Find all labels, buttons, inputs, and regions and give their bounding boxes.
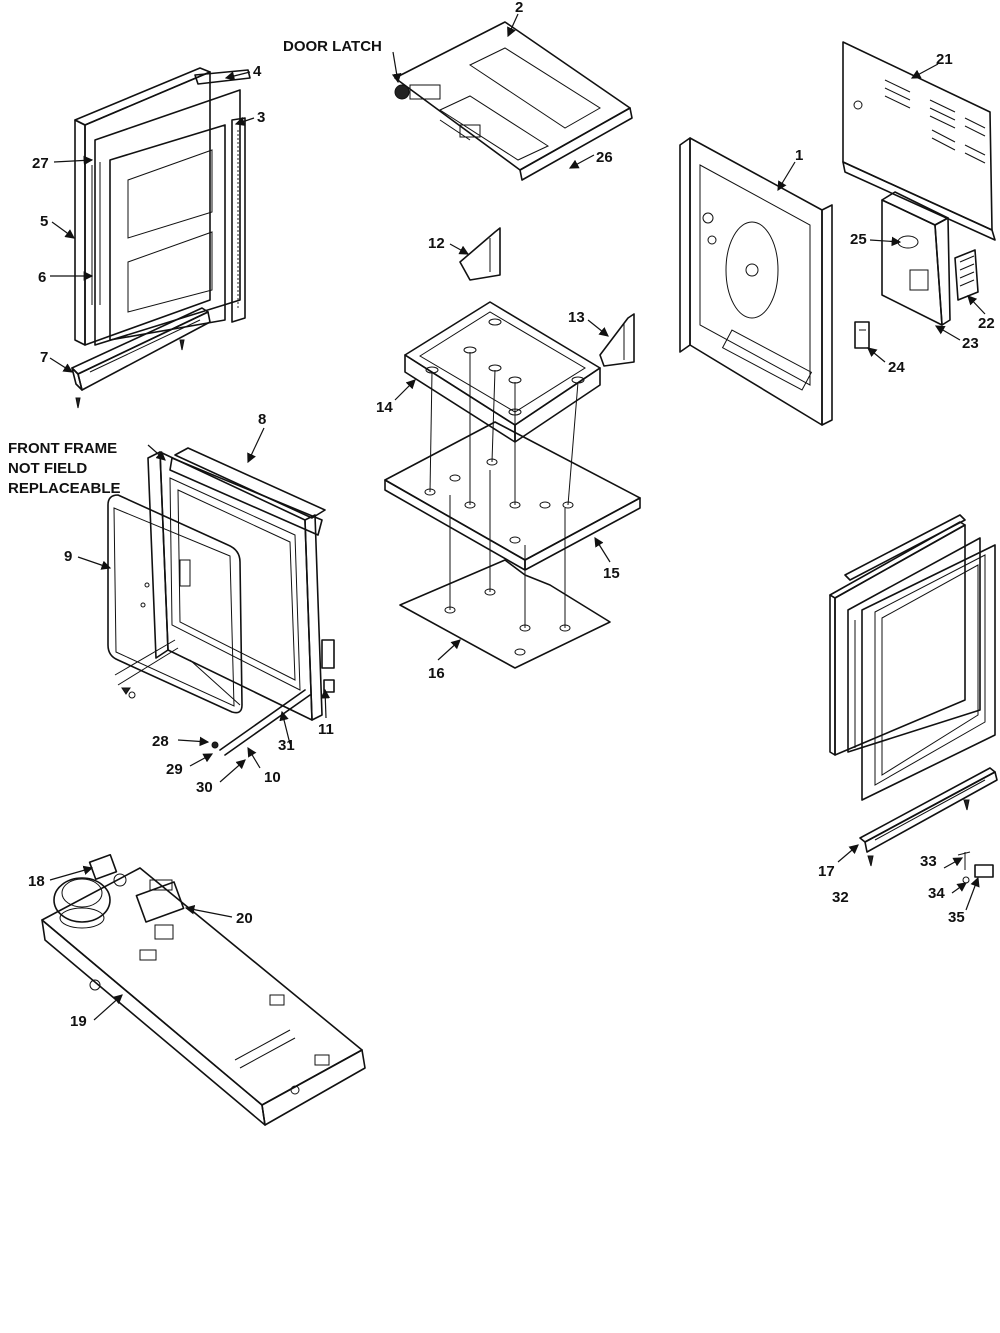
callout-27: 27: [32, 155, 49, 172]
callout-26: 26: [596, 149, 613, 166]
rear-panel-1: [679, 137, 833, 426]
front-frame-assembly: [107, 447, 335, 756]
callout-11: 11: [318, 721, 334, 738]
callout-7: 7: [40, 349, 48, 366]
callout-10: 10: [264, 769, 281, 786]
callout-17: 17: [818, 863, 835, 880]
callout-9: 9: [64, 548, 72, 565]
callout-35: 35: [948, 909, 965, 926]
callout-4: 4: [253, 63, 262, 80]
top-panel-assembly: [394, 21, 633, 181]
leader-lines: [49, 13, 986, 1021]
callout-31: 31: [278, 737, 295, 754]
callout-12: 12: [428, 235, 445, 252]
callout-16: 16: [428, 665, 445, 682]
callout-6: 6: [38, 269, 46, 286]
bracket-13: [599, 313, 635, 367]
front-frame-note-line3: REPLACEABLE: [8, 480, 121, 497]
callout-34: 34: [928, 885, 945, 902]
callout-25: 25: [850, 231, 867, 248]
callout-1: 1: [795, 147, 803, 164]
callout-14: 14: [376, 399, 393, 416]
front-frame-note-line1: FRONT FRAME: [8, 440, 117, 457]
callout-20: 20: [236, 910, 253, 927]
plate-22: [954, 249, 979, 301]
box-assembly: [881, 191, 951, 326]
callout-33: 33: [920, 853, 937, 870]
callout-22: 22: [978, 315, 995, 332]
callout-5: 5: [40, 213, 48, 230]
right-door-assembly: [829, 514, 998, 884]
left-door-assembly: [71, 67, 251, 409]
callout-21: 21: [936, 51, 953, 68]
callout-28: 28: [152, 733, 169, 750]
part-24: [854, 321, 870, 349]
callout-24: 24: [888, 359, 905, 376]
callout-13: 13: [568, 309, 585, 326]
back-cover-21: [842, 41, 996, 241]
door-latch-note: DOOR LATCH: [283, 38, 382, 55]
callout-3: 3: [257, 109, 265, 126]
front-frame-note-line2: NOT FIELD: [8, 460, 87, 477]
bottom-bracket-assembly: [41, 853, 366, 1126]
callout-29: 29: [166, 761, 183, 778]
callout-30: 30: [196, 779, 213, 796]
callout-23: 23: [962, 335, 979, 352]
callout-2: 2: [515, 0, 523, 16]
callout-32: 32: [832, 889, 849, 906]
callout-18: 18: [28, 873, 45, 890]
callout-15: 15: [603, 565, 620, 582]
callout-19: 19: [70, 1013, 87, 1030]
stacked-pans: [384, 301, 641, 669]
callout-8: 8: [258, 411, 266, 428]
bracket-12: [459, 227, 501, 281]
